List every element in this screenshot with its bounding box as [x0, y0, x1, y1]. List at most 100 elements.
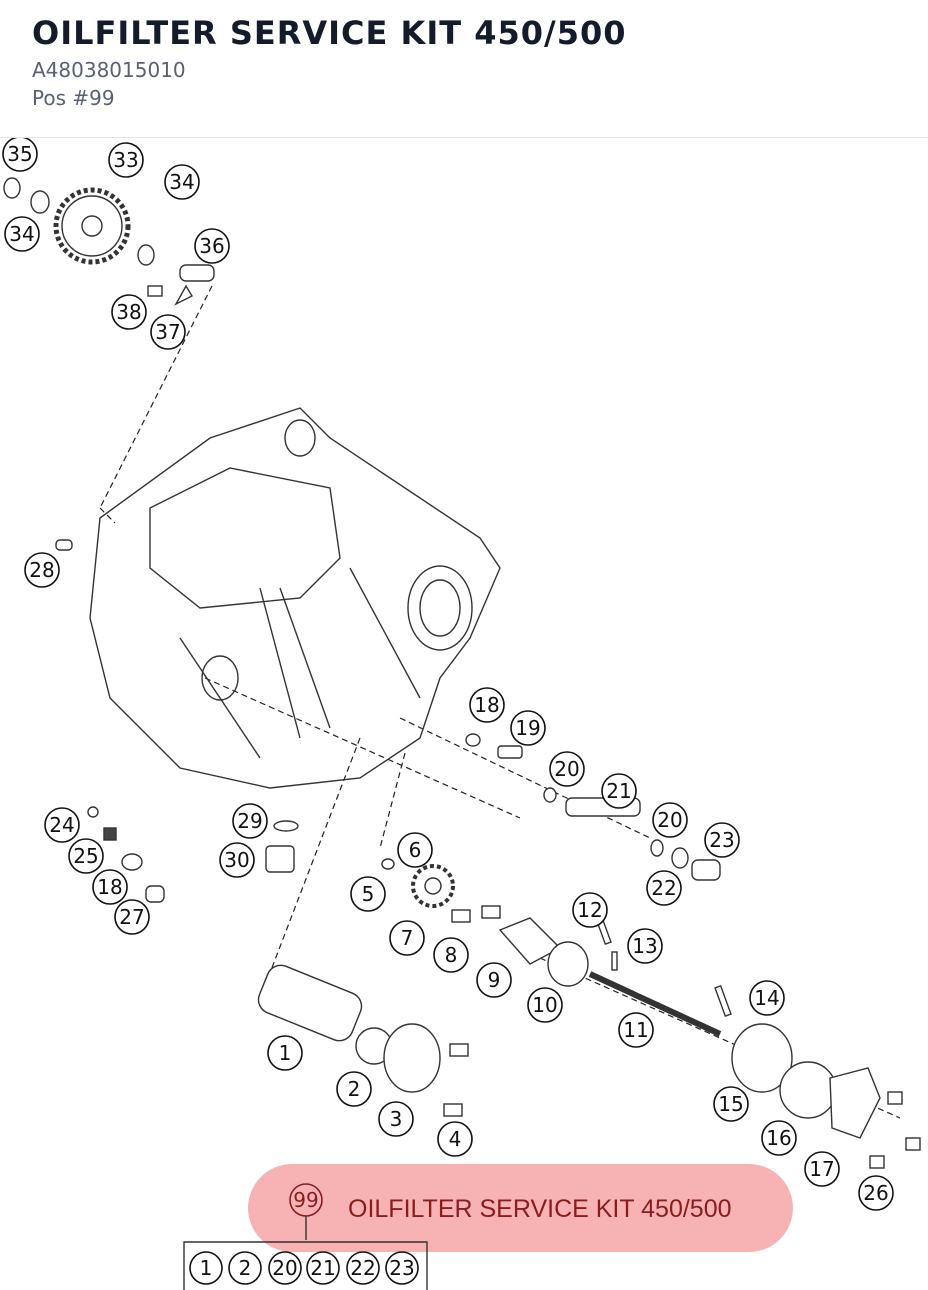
svg-text:21: 21	[606, 779, 631, 803]
page-title: OILFILTER SERVICE KIT 450/500	[32, 14, 627, 52]
callout-30: 30	[219, 842, 255, 878]
svg-text:10: 10	[532, 993, 557, 1017]
callout-2: 2	[336, 1071, 372, 1107]
callout-20: 20	[652, 802, 688, 838]
svg-text:30: 30	[224, 848, 249, 872]
legend-part-2: 2	[228, 1251, 262, 1285]
svg-text:9: 9	[488, 968, 501, 992]
svg-text:35: 35	[7, 142, 32, 166]
callout-8: 8	[433, 937, 469, 973]
callout-34: 34	[4, 216, 40, 252]
svg-text:36: 36	[199, 234, 224, 258]
callout-9: 9	[476, 962, 512, 998]
callout-21: 21	[601, 773, 637, 809]
svg-text:4: 4	[449, 1127, 462, 1151]
svg-text:12: 12	[577, 898, 602, 922]
svg-text:1: 1	[200, 1256, 213, 1280]
svg-text:13: 13	[632, 934, 657, 958]
legend-part-22: 22	[346, 1251, 380, 1285]
svg-text:6: 6	[409, 838, 422, 862]
small-parts	[3, 177, 921, 1169]
svg-text:27: 27	[119, 905, 144, 929]
callout-25: 25	[68, 838, 104, 874]
svg-text:23: 23	[389, 1256, 414, 1280]
callout-38: 38	[111, 294, 147, 330]
callout-18: 18	[469, 687, 505, 723]
svg-text:7: 7	[401, 926, 414, 950]
callout-35: 35	[2, 138, 38, 172]
legend-part-21: 21	[306, 1251, 340, 1285]
sprocket-gear	[53, 187, 131, 265]
svg-text:8: 8	[445, 943, 458, 967]
callout-7: 7	[389, 920, 425, 956]
callout-28: 28	[24, 552, 60, 588]
callout-6: 6	[397, 832, 433, 868]
svg-text:25: 25	[73, 844, 98, 868]
svg-text:34: 34	[169, 170, 194, 194]
svg-text:20: 20	[554, 757, 579, 781]
callout-20: 20	[549, 751, 585, 787]
callout-34: 34	[164, 164, 200, 200]
callout-33: 33	[108, 142, 144, 178]
svg-text:23: 23	[709, 828, 734, 852]
svg-text:2: 2	[239, 1256, 252, 1280]
svg-text:38: 38	[116, 300, 141, 324]
callout-22: 22	[646, 870, 682, 906]
engine-case	[89, 407, 501, 789]
callout-18: 18	[92, 869, 128, 905]
svg-text:28: 28	[29, 558, 54, 582]
legend-part-1: 1	[189, 1251, 223, 1285]
svg-text:24: 24	[49, 813, 74, 837]
page-header: OILFILTER SERVICE KIT 450/500 A480380150…	[0, 0, 928, 138]
callout-markers: 35 33 34 34 36 38 37 28 18 19 20 21 20 2…	[2, 138, 894, 1211]
callout-26: 26	[858, 1175, 894, 1211]
svg-text:20: 20	[657, 808, 682, 832]
exploded-parts-diagram[interactable]: 35 33 34 34 36 38 37 28 18 19 20 21 20 2…	[0, 138, 928, 1290]
callout-37: 37	[150, 314, 186, 350]
svg-text:5: 5	[362, 882, 375, 906]
callout-10: 10	[527, 987, 563, 1023]
callout-12: 12	[572, 892, 608, 928]
svg-text:33: 33	[113, 148, 138, 172]
legend-part-23: 23	[385, 1251, 419, 1285]
svg-text:22: 22	[350, 1256, 375, 1280]
svg-text:26: 26	[863, 1181, 888, 1205]
svg-text:18: 18	[97, 875, 122, 899]
callout-5: 5	[350, 876, 386, 912]
kit-legend: 99 OILFILTER SERVICE KIT 450/500 1 2 20 …	[183, 1183, 732, 1290]
callout-1: 1	[267, 1035, 303, 1071]
callout-13: 13	[627, 928, 663, 964]
svg-text:22: 22	[651, 876, 676, 900]
callout-36: 36	[194, 228, 230, 264]
svg-text:29: 29	[237, 809, 262, 833]
svg-text:34: 34	[9, 222, 34, 246]
leader-lines	[99, 285, 901, 1119]
position-label: Pos #99	[32, 86, 115, 110]
callout-29: 29	[232, 803, 268, 839]
callout-27: 27	[114, 899, 150, 935]
legend-label: OILFILTER SERVICE KIT 450/500	[348, 1195, 732, 1223]
svg-text:99: 99	[293, 1188, 318, 1212]
highlight-marker	[248, 1164, 793, 1252]
callout-16: 16	[761, 1120, 797, 1156]
legend-position-marker: 99	[289, 1183, 323, 1217]
svg-text:14: 14	[754, 986, 779, 1010]
svg-text:19: 19	[515, 716, 540, 740]
svg-text:16: 16	[766, 1126, 791, 1150]
svg-text:17: 17	[809, 1157, 834, 1181]
svg-text:3: 3	[390, 1107, 403, 1131]
callout-17: 17	[804, 1151, 840, 1187]
svg-text:21: 21	[310, 1256, 335, 1280]
callout-3: 3	[378, 1101, 414, 1137]
callout-4: 4	[437, 1121, 473, 1157]
svg-text:2: 2	[348, 1077, 361, 1101]
callout-14: 14	[749, 980, 785, 1016]
callout-24: 24	[44, 807, 80, 843]
svg-text:18: 18	[474, 693, 499, 717]
svg-text:1: 1	[279, 1041, 292, 1065]
callout-11: 11	[618, 1012, 654, 1048]
svg-text:20: 20	[272, 1256, 297, 1280]
svg-text:37: 37	[155, 320, 180, 344]
legend-part-20: 20	[268, 1251, 302, 1285]
svg-text:11: 11	[623, 1018, 648, 1042]
